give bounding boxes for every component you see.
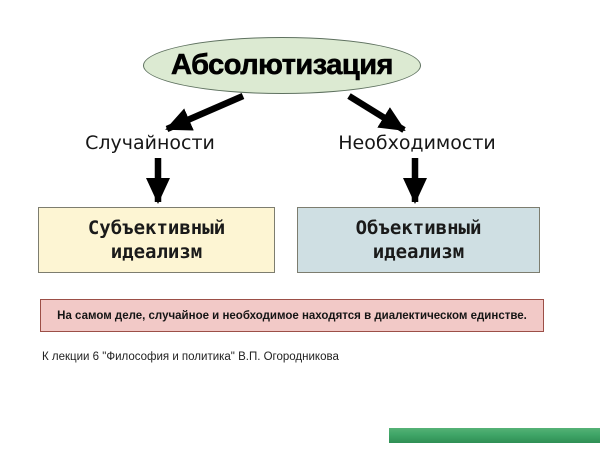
box-objective-idealism: Объективный идеализм bbox=[297, 207, 540, 273]
box-objective-line2: идеализм bbox=[372, 241, 465, 263]
box-subjective-line2: идеализм bbox=[110, 241, 203, 263]
box-subjective-line1: Субъективный bbox=[87, 217, 226, 239]
title-ellipse: Абсолютизация bbox=[143, 37, 421, 94]
diagram-title: Абсолютизация bbox=[171, 49, 394, 82]
note-box: На самом деле, случайное и необходимое н… bbox=[40, 299, 544, 332]
label-necessity: Необходимости bbox=[338, 132, 496, 154]
arrow-title-to-chance-icon bbox=[165, 93, 245, 132]
arrow-title-to-necessity-icon bbox=[347, 93, 406, 133]
caption-text: К лекции 6 "Философия и политика" В.П. О… bbox=[42, 351, 339, 363]
note-text: На самом деле, случайное и необходимое н… bbox=[57, 309, 527, 322]
box-objective-line1: Объективный bbox=[355, 217, 482, 239]
footer-bar bbox=[389, 428, 600, 443]
label-chance: Случайности bbox=[85, 132, 215, 154]
box-subjective-idealism: Субъективный идеализм bbox=[38, 207, 275, 273]
